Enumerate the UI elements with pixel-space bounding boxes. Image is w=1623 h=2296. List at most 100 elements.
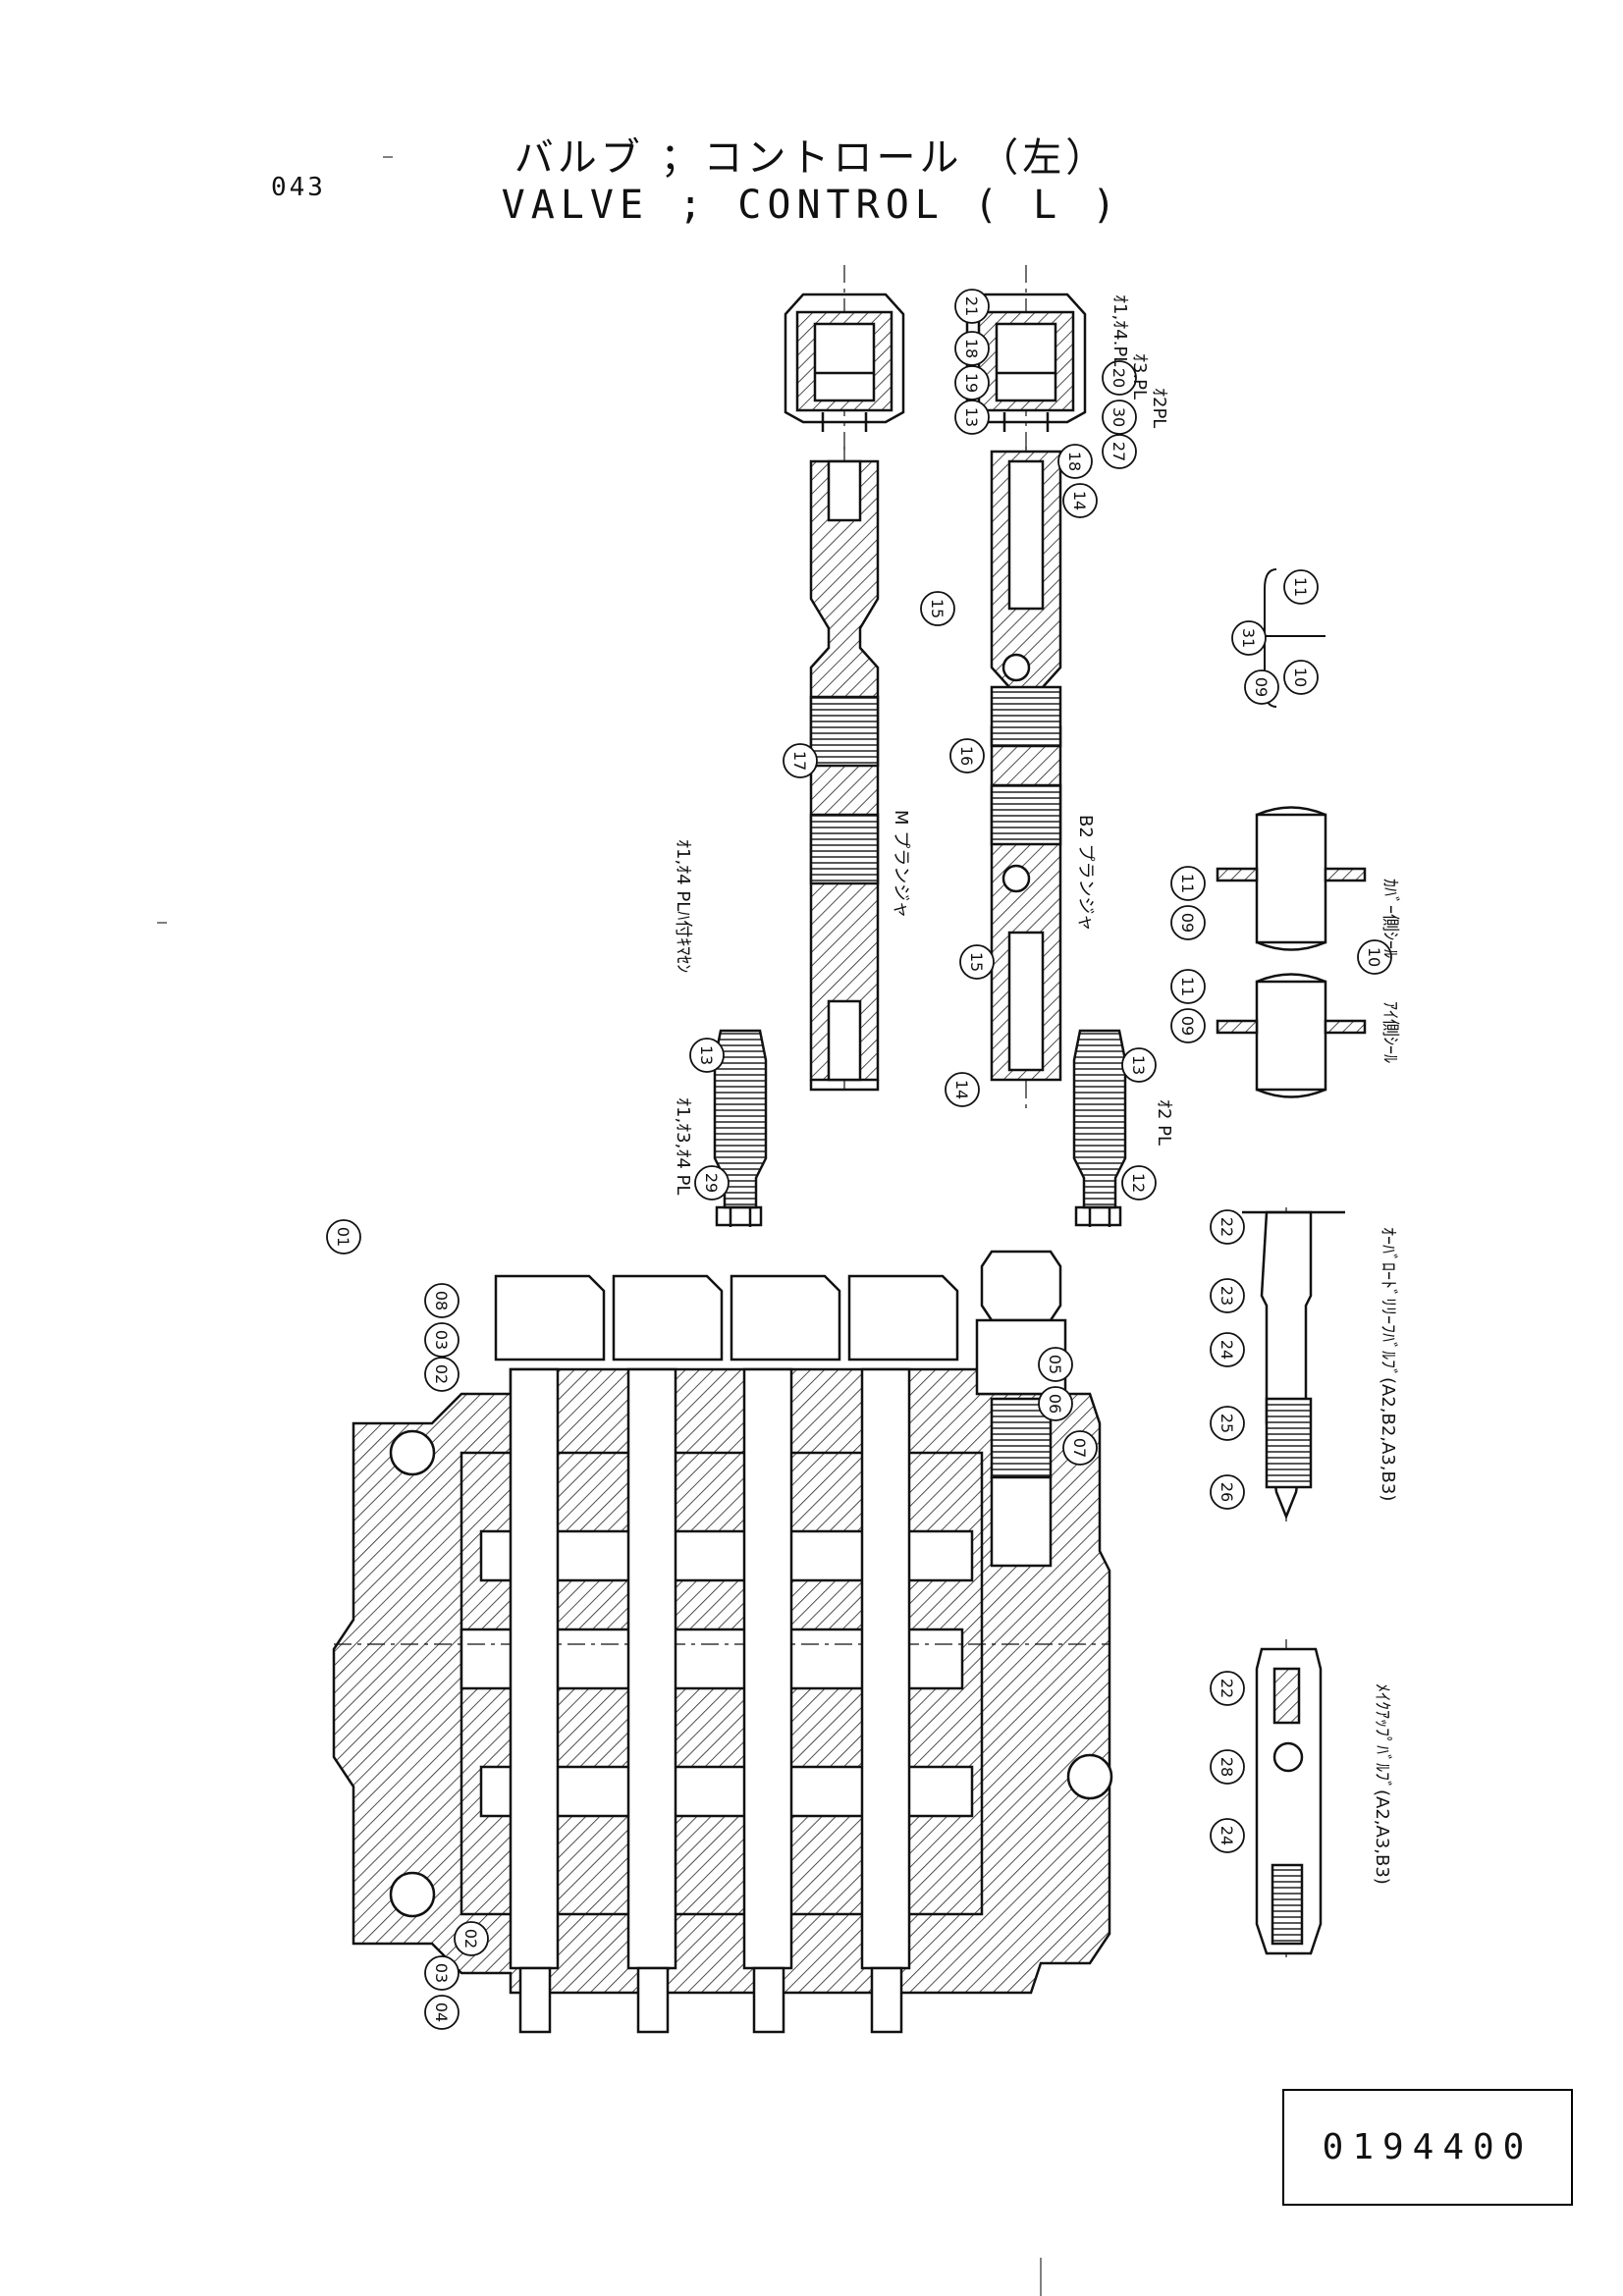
callout-number: 30 bbox=[1109, 407, 1128, 427]
callout-number: 28 bbox=[1217, 1757, 1236, 1777]
label-pl-3: ｵ3.PL bbox=[1129, 353, 1150, 400]
callout-number: 24 bbox=[1217, 1340, 1236, 1360]
callout-number: 24 bbox=[1217, 1826, 1236, 1845]
callout-circle bbox=[1057, 444, 1093, 479]
callout-circle bbox=[945, 1072, 980, 1107]
plug-left bbox=[713, 1029, 768, 1227]
title-japanese: バルブ ；コントロール （左） bbox=[514, 135, 1109, 181]
callout-number: 31 bbox=[1239, 628, 1258, 648]
callout-circle bbox=[424, 1322, 460, 1358]
callout-circle bbox=[424, 1995, 460, 2030]
callout-number: 16 bbox=[957, 746, 976, 766]
label-pl-2b: ｵ2 PL bbox=[1154, 1099, 1174, 1146]
callout-number: 11 bbox=[1178, 874, 1197, 893]
callout-circle bbox=[1210, 1209, 1245, 1245]
callout-circle bbox=[1038, 1347, 1073, 1382]
callout-circle bbox=[454, 1921, 489, 1956]
callout-circle bbox=[424, 1955, 460, 1991]
callout-number: 12 bbox=[1129, 1173, 1148, 1193]
b2-plunger bbox=[990, 447, 1062, 1109]
callout-number: 18 bbox=[962, 339, 981, 358]
callout-number: 14 bbox=[1070, 491, 1089, 510]
label-m-plunger: M プランジャ bbox=[891, 810, 911, 918]
callout-number: 07 bbox=[1070, 1438, 1089, 1458]
callout-number: 27 bbox=[1109, 442, 1128, 461]
callout-number: 09 bbox=[1178, 913, 1197, 933]
callout-number: 11 bbox=[1291, 577, 1310, 597]
callout-number: 19 bbox=[962, 373, 981, 393]
callout-number: 04 bbox=[432, 2002, 451, 2022]
callout-number: 13 bbox=[1129, 1055, 1148, 1075]
label-pl-1-4-collar: ｵ1,ｵ4 PLﾊ付ｷﾏｾﾝ bbox=[673, 839, 693, 973]
callout-circle bbox=[689, 1038, 725, 1073]
callout-circle bbox=[1357, 939, 1392, 975]
m-plunger bbox=[809, 447, 880, 1092]
callout-circle bbox=[326, 1219, 361, 1255]
callout-number: 08 bbox=[432, 1291, 451, 1310]
callout-circle bbox=[1210, 1406, 1245, 1441]
callout-circle bbox=[1210, 1818, 1245, 1853]
callout-number: 17 bbox=[790, 751, 809, 771]
callout-circle bbox=[1102, 400, 1137, 435]
callout-circle bbox=[1210, 1278, 1245, 1313]
callout-circle bbox=[1062, 1430, 1098, 1466]
callout-circle bbox=[424, 1283, 460, 1318]
label-makeup-valve: ﾒｲｸｱｯﾌﾟﾊﾞﾙﾌﾞ(A2,A3,B3) bbox=[1372, 1683, 1392, 1885]
callout-circle bbox=[1283, 569, 1319, 605]
callout-number: 21 bbox=[962, 296, 981, 316]
callout-number: 26 bbox=[1217, 1482, 1236, 1502]
callout-circle bbox=[1102, 434, 1137, 469]
callout-number: 25 bbox=[1217, 1414, 1236, 1433]
callout-number: 13 bbox=[697, 1045, 716, 1065]
callout-number: 09 bbox=[1178, 1016, 1197, 1036]
seal-detail bbox=[1216, 806, 1367, 1098]
callout-number: 20 bbox=[1109, 368, 1128, 388]
callout-circle bbox=[1170, 905, 1206, 940]
callout-circle bbox=[1231, 620, 1267, 656]
callout-number: 22 bbox=[1217, 1679, 1236, 1698]
callout-circle bbox=[1210, 1671, 1245, 1706]
callout-number: 23 bbox=[1217, 1286, 1236, 1306]
callout-circle bbox=[1102, 360, 1137, 396]
callout-circle bbox=[949, 738, 985, 774]
callout-circle bbox=[1210, 1332, 1245, 1367]
marks bbox=[157, 156, 1042, 2296]
callout-circle bbox=[694, 1165, 730, 1201]
callout-circle bbox=[1038, 1386, 1073, 1421]
callout-number: 15 bbox=[967, 952, 986, 972]
callout-number: 06 bbox=[1046, 1394, 1064, 1414]
callout-number: 02 bbox=[432, 1364, 451, 1384]
callout-number: 13 bbox=[962, 407, 981, 427]
callout-circle bbox=[1210, 1749, 1245, 1785]
callout-number: 11 bbox=[1178, 977, 1197, 996]
document-number-box: 0194400 bbox=[1282, 2089, 1573, 2206]
label-pl-1-4: ｵ1,ｵ4.PL bbox=[1109, 294, 1130, 366]
callout-circle bbox=[1283, 660, 1319, 695]
cap-assembly-left bbox=[784, 265, 905, 452]
callout-number: 10 bbox=[1291, 667, 1310, 687]
makeup-valve bbox=[1255, 1639, 1323, 1963]
callout-circle bbox=[954, 400, 990, 435]
callout-circle bbox=[1210, 1474, 1245, 1510]
callout-circle bbox=[1062, 483, 1098, 518]
plug-right bbox=[1072, 1029, 1127, 1227]
callout-number: 02 bbox=[461, 1929, 480, 1949]
callout-circle bbox=[959, 944, 995, 980]
overload-relief-valve bbox=[1242, 1207, 1345, 1522]
cap-assembly-right bbox=[965, 265, 1087, 452]
callout-number: 03 bbox=[432, 1963, 451, 1983]
label-b2-plunger: B2 プランジャ bbox=[1075, 815, 1096, 932]
label-overload-relief: ｵｰﾊﾞﾛｰﾄﾞﾘﾘｰﾌﾊﾞﾙﾌﾞ(A2,B2,A3,B3) bbox=[1378, 1227, 1398, 1501]
callout-number: 18 bbox=[1065, 452, 1084, 471]
callout-number: 22 bbox=[1217, 1217, 1236, 1237]
callout-circle bbox=[1121, 1047, 1157, 1083]
label-body-seal: ｱｲ側ｼｰﾙ bbox=[1380, 1001, 1400, 1063]
page-number: 043 bbox=[271, 173, 326, 202]
callout-circle bbox=[783, 743, 818, 778]
callout-number: 05 bbox=[1046, 1355, 1064, 1374]
title-english: VALVE ; CONTROL ( L ) bbox=[501, 183, 1122, 228]
callout-number: 03 bbox=[432, 1330, 451, 1350]
callout-number: 15 bbox=[928, 599, 947, 618]
callout-circle bbox=[424, 1357, 460, 1392]
